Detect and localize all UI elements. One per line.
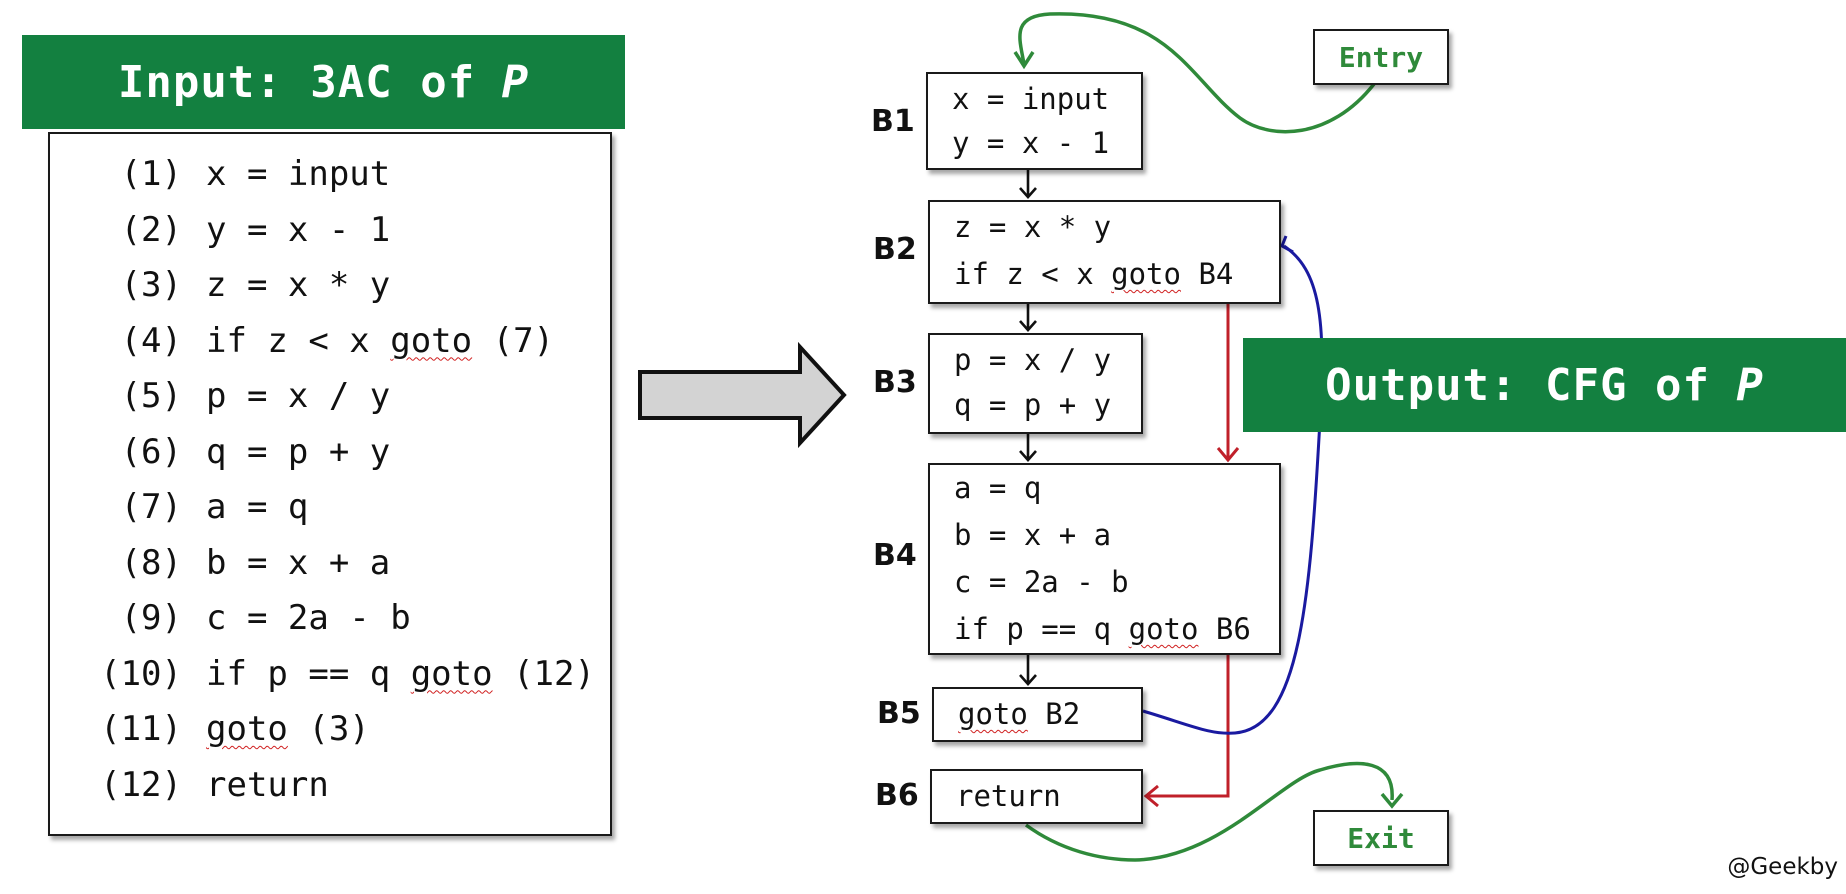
- block-instruction: a = q: [954, 471, 1042, 505]
- block-instruction: y = x - 1: [952, 126, 1110, 160]
- instruction-target: B4: [1180, 257, 1234, 291]
- block-label-b4: B4: [873, 538, 917, 573]
- line-number: (7): [120, 487, 182, 527]
- code-line: (2) y = x - 1: [50, 209, 391, 250]
- edge-b4-b6-arrowhead: [1143, 784, 1159, 808]
- block-instruction: c = 2a - b: [954, 565, 1129, 599]
- code-line: (1) x = input: [50, 154, 391, 194]
- exit-node: Exit: [1313, 810, 1449, 866]
- edge-b4-b6: [1146, 655, 1230, 798]
- statement: z = x * y: [206, 265, 391, 305]
- line-number: (2): [120, 209, 182, 250]
- edge-entry-b1-arrowhead: [1013, 51, 1035, 70]
- edge-b2-b4-arrowhead: [1216, 447, 1240, 463]
- basic-block-b5: goto B2: [932, 687, 1143, 742]
- statement: y = x - 1: [206, 209, 391, 250]
- input-banner: Input: 3AC of P: [22, 35, 625, 129]
- edge-b4-b5-arrowhead: [1019, 674, 1037, 686]
- line-number: (11): [100, 709, 182, 749]
- instruction-target: B6: [1198, 612, 1251, 646]
- input-banner-var: P: [501, 56, 530, 108]
- block-label-b1: B1: [871, 104, 915, 139]
- code-line: (4) if z < x goto (7): [50, 321, 554, 361]
- goto-keyword: goto: [410, 653, 493, 694]
- line-number: (10): [100, 653, 182, 694]
- code-line: (11) goto (3): [50, 709, 370, 749]
- line-number: (1): [120, 154, 182, 194]
- block-instruction: if z < x goto B4: [954, 257, 1233, 291]
- code-line: (8) b = x + a: [50, 542, 391, 583]
- statement: c = 2a - b: [206, 598, 411, 638]
- line-number: (8): [120, 542, 182, 583]
- edge-b1-b2-arrowhead: [1019, 187, 1037, 199]
- basic-block-b2: z = x * y if z < x goto B4: [928, 200, 1281, 304]
- goto-keyword: goto: [390, 320, 473, 361]
- goto-keyword: goto: [958, 697, 1028, 731]
- block-instruction: return: [956, 779, 1061, 813]
- block-instruction: goto B2: [958, 697, 1080, 731]
- block-instruction: p = x / y: [954, 343, 1112, 377]
- statement: x = input: [206, 154, 391, 194]
- code-line: (7) a = q: [50, 487, 309, 527]
- code-line: (5) p = x / y: [50, 376, 391, 416]
- statement: a = q: [206, 487, 309, 527]
- code-line: (9) c = 2a - b: [50, 598, 411, 638]
- line-number: (5): [120, 376, 182, 416]
- statement: if z < x goto (7): [206, 321, 554, 361]
- basic-block-b6: return: [930, 769, 1143, 824]
- statement: return: [206, 764, 329, 805]
- block-instruction: b = x + a: [954, 518, 1112, 552]
- statement: goto (3): [206, 709, 370, 749]
- block-instruction: if p == q goto B6: [954, 612, 1251, 646]
- block-label-b3: B3: [873, 365, 917, 400]
- line-number: (3): [120, 265, 182, 305]
- line-number: (12): [100, 764, 182, 805]
- code-line: (3) z = x * y: [50, 265, 391, 305]
- basic-block-b3: p = x / y q = p + y: [928, 333, 1143, 434]
- basic-block-b4: a = q b = x + a c = 2a - b if p == q goto B…: [928, 463, 1281, 655]
- entry-node: Entry: [1313, 29, 1449, 85]
- code-line: (6) q = p + y: [50, 431, 391, 472]
- goto-keyword: goto: [1111, 257, 1181, 291]
- edge-b6-exit-arrowhead: [1380, 792, 1404, 809]
- statement-prefix: if p == q: [206, 653, 411, 694]
- edge-b3-b4-arrowhead: [1019, 450, 1037, 462]
- code-line: (10) if p == q goto (12): [50, 654, 595, 694]
- statement: q = p + y: [206, 431, 391, 472]
- edge-b5-b2-arrowhead: [1280, 235, 1294, 254]
- statement-prefix: if z < x: [206, 320, 391, 361]
- entry-label: Entry: [1338, 40, 1424, 74]
- goto-keyword: goto: [206, 709, 288, 749]
- statement: if p == q goto (12): [206, 654, 595, 694]
- line-number: (6): [120, 431, 182, 472]
- statement-target: (3): [287, 709, 370, 749]
- basic-block-b1: x = input y = x - 1: [926, 72, 1143, 170]
- three-address-code-listing: (1) x = input (2) y = x - 1 (3) z = x * y (4) i…: [48, 132, 612, 836]
- instruction-prefix: if z < x: [954, 257, 1112, 291]
- output-banner-var: P: [1736, 359, 1764, 411]
- transform-arrow: [638, 341, 847, 449]
- output-banner-text: Output: CFG of: [1325, 359, 1710, 411]
- statement: p = x / y: [206, 376, 391, 416]
- block-instruction: q = p + y: [954, 388, 1112, 422]
- exit-label: Exit: [1347, 821, 1415, 855]
- goto-keyword: goto: [1128, 612, 1199, 646]
- statement-target: (7): [472, 320, 555, 361]
- block-instruction: z = x * y: [954, 210, 1112, 244]
- line-number: (9): [120, 598, 182, 638]
- author-credit: @Geekby: [1727, 854, 1838, 880]
- block-instruction: x = input: [952, 82, 1110, 116]
- statement-target: (12): [492, 653, 595, 694]
- output-banner: Output: CFG of P: [1243, 338, 1846, 432]
- input-banner-text: Input: 3AC of: [117, 56, 476, 108]
- statement: b = x + a: [206, 542, 391, 583]
- edge-b2-b3-arrowhead: [1019, 320, 1037, 332]
- code-line: (12) return: [50, 765, 329, 805]
- line-number: (4): [120, 320, 182, 361]
- instruction-target: B2: [1027, 697, 1081, 731]
- block-label-b5: B5: [877, 696, 921, 731]
- instruction-prefix: if p == q: [954, 612, 1129, 646]
- block-label-b6: B6: [875, 778, 919, 813]
- block-label-b2: B2: [873, 232, 917, 267]
